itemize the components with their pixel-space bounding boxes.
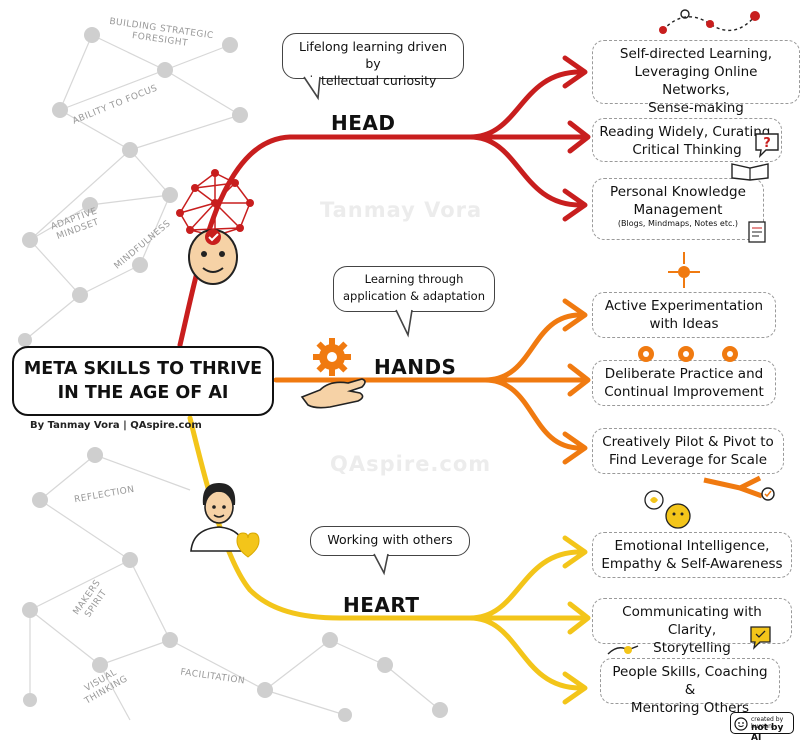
handshake-icon bbox=[607, 645, 639, 655]
badge-line-1: created by human bbox=[751, 716, 784, 730]
bubble-head: Lifelong learning driven by intellectual… bbox=[282, 33, 464, 88]
branch-label-head: HEAD bbox=[331, 111, 396, 135]
head-item-2-text: Reading Widely, Curating, Critical Think… bbox=[599, 124, 775, 158]
heart-item-1: Emotional Intelligence, Empathy & Self-A… bbox=[592, 532, 792, 578]
not-by-ai-badge: created by human not by AI bbox=[730, 712, 794, 743]
map-title: META SKILLS TO THRIVE IN THE AGE OF AI bbox=[12, 346, 274, 416]
bubble-hands-tail bbox=[395, 309, 413, 338]
badge-line-2: not by AI bbox=[751, 723, 784, 743]
bubble-heart-tail bbox=[373, 553, 389, 576]
title-line-2: IN THE AGE OF AI bbox=[57, 383, 229, 403]
message-icon bbox=[750, 626, 771, 650]
head-item-3-note: (Blogs, Mindmaps, Notes etc.) bbox=[617, 219, 739, 228]
hands-item-3: Creatively Pilot & Pivot to Find Leverag… bbox=[592, 428, 784, 474]
direction-icon bbox=[668, 252, 700, 288]
head-item-1: Self-directed Learning, Leveraging Onlin… bbox=[592, 40, 800, 116]
face-icon bbox=[188, 229, 238, 285]
person-heart-icon bbox=[190, 483, 260, 558]
watermark: QAspire.com bbox=[330, 452, 492, 476]
head-item-2: Reading Widely, Curating, Critical Think… bbox=[592, 118, 782, 162]
hands-item-3-text: Creatively Pilot & Pivot to Find Leverag… bbox=[602, 434, 774, 468]
bubble-heart: Working with others bbox=[310, 526, 470, 556]
heart-item-3: People Skills, Coaching & Mentoring Othe… bbox=[600, 658, 780, 716]
hands-item-2: Deliberate Practice and Continual Improv… bbox=[592, 360, 776, 406]
bubble-hands: Learning through application & adaptatio… bbox=[333, 266, 495, 312]
branch-label-hands: HANDS bbox=[374, 355, 457, 379]
question-icon: ? bbox=[755, 133, 779, 159]
emotions-icon bbox=[644, 490, 691, 529]
heart-item-1-text: Emotional Intelligence, Empathy & Self-A… bbox=[601, 538, 783, 572]
notes-icon bbox=[748, 221, 766, 243]
pivot-arrows-icon bbox=[703, 475, 775, 501]
heart-item-2-text: Communicating with Clarity, Storytelling bbox=[622, 604, 762, 656]
bubble-hands-text: Learning through application & adaptatio… bbox=[343, 272, 485, 303]
byline: By Tanmay Vora | QAspire.com bbox=[30, 420, 202, 431]
bubble-heart-text: Working with others bbox=[327, 532, 453, 547]
head-item-1-text: Self-directed Learning, Leveraging Onlin… bbox=[619, 46, 773, 116]
bubble-head-text: Lifelong learning driven by intellectual… bbox=[298, 39, 447, 88]
hands-item-1-text: Active Experimentation with Ideas bbox=[604, 298, 764, 332]
book-icon bbox=[731, 163, 769, 181]
smiley-icon bbox=[734, 717, 748, 731]
brain-network-icon bbox=[176, 169, 254, 240]
hands-item-2-text: Deliberate Practice and Continual Improv… bbox=[604, 366, 764, 400]
branch-label-heart: HEART bbox=[343, 593, 420, 617]
svg-text:?: ? bbox=[763, 136, 771, 151]
head-item-3: Personal Knowledge Management (Blogs, Mi… bbox=[592, 178, 764, 240]
hands-item-1: Active Experimentation with Ideas bbox=[592, 292, 776, 338]
heart-item-3-text: People Skills, Coaching & Mentoring Othe… bbox=[612, 664, 768, 716]
gear-hand-icon bbox=[300, 338, 366, 409]
head-item-3-text: Personal Knowledge Management bbox=[610, 184, 746, 218]
idea-path-icon bbox=[659, 9, 760, 34]
bubble-head-tail bbox=[303, 76, 321, 101]
gears-row-icon bbox=[638, 346, 738, 362]
title-line-1: META SKILLS TO THRIVE bbox=[23, 359, 263, 379]
watermark: Tanmay Vora bbox=[320, 198, 483, 222]
